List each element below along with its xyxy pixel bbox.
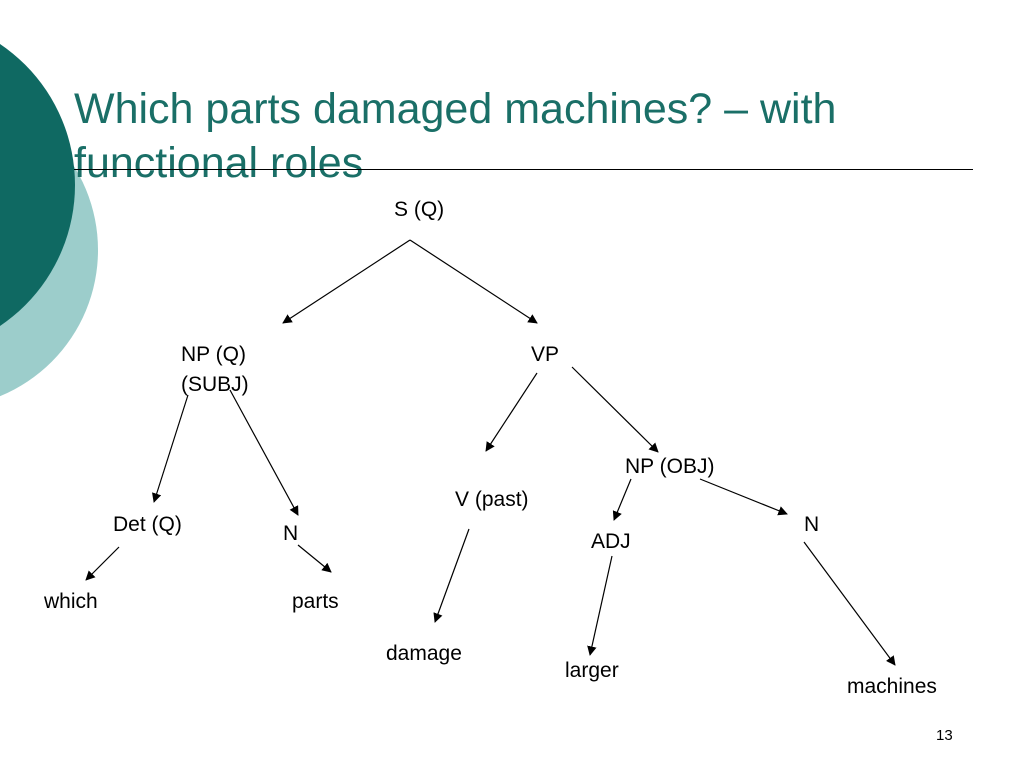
node-vp: VP — [531, 343, 560, 366]
edge-s-to-vp — [409, 239, 538, 324]
leaf-larger: larger — [565, 659, 619, 682]
node-v-past: V (past) — [455, 488, 529, 511]
decorative-circles — [0, 44, 98, 397]
edge-np-to-n — [229, 389, 299, 516]
node-det-q: Det (Q) — [113, 513, 182, 536]
leaf-damage: damage — [386, 642, 462, 665]
slide-number: 13 — [936, 727, 953, 744]
node-s-q: S (Q) — [394, 198, 445, 221]
edge-s-to-np — [282, 239, 411, 324]
edge-npobj-to-adj — [612, 478, 632, 521]
title-underline — [74, 169, 973, 170]
node-n-parts: N — [283, 522, 299, 545]
leaf-parts: parts — [292, 590, 339, 613]
edge-npobj-to-n — [699, 478, 788, 516]
edge-n-to-parts — [297, 544, 332, 573]
title-line-2: functional roles — [74, 139, 364, 187]
edge-adj-to-larger — [587, 555, 613, 656]
slide-title: Which parts damaged machines? – with fun… — [74, 82, 974, 190]
node-np-q-subj: NP (Q) (SUBJ) — [181, 340, 249, 400]
node-n-machines: N — [804, 513, 820, 536]
edge-n-to-machines — [803, 541, 896, 666]
leaf-machines: machines — [847, 675, 937, 698]
edge-np-to-det — [152, 394, 189, 503]
leaf-which: which — [44, 590, 98, 613]
node-adj: ADJ — [591, 530, 631, 553]
edge-vp-to-v — [485, 372, 538, 452]
edge-v-to-damage — [433, 528, 470, 623]
edge-vp-to-npobj — [571, 366, 659, 453]
title-line-1: Which parts damaged machines? – with — [74, 85, 837, 133]
node-np-q-role: (SUBJ) — [181, 373, 249, 396]
node-np-obj: NP (OBJ) — [625, 455, 715, 478]
dark-teal-circle — [0, 44, 75, 326]
edge-det-to-which — [85, 546, 120, 581]
node-np-q-label: NP (Q) — [181, 343, 246, 366]
